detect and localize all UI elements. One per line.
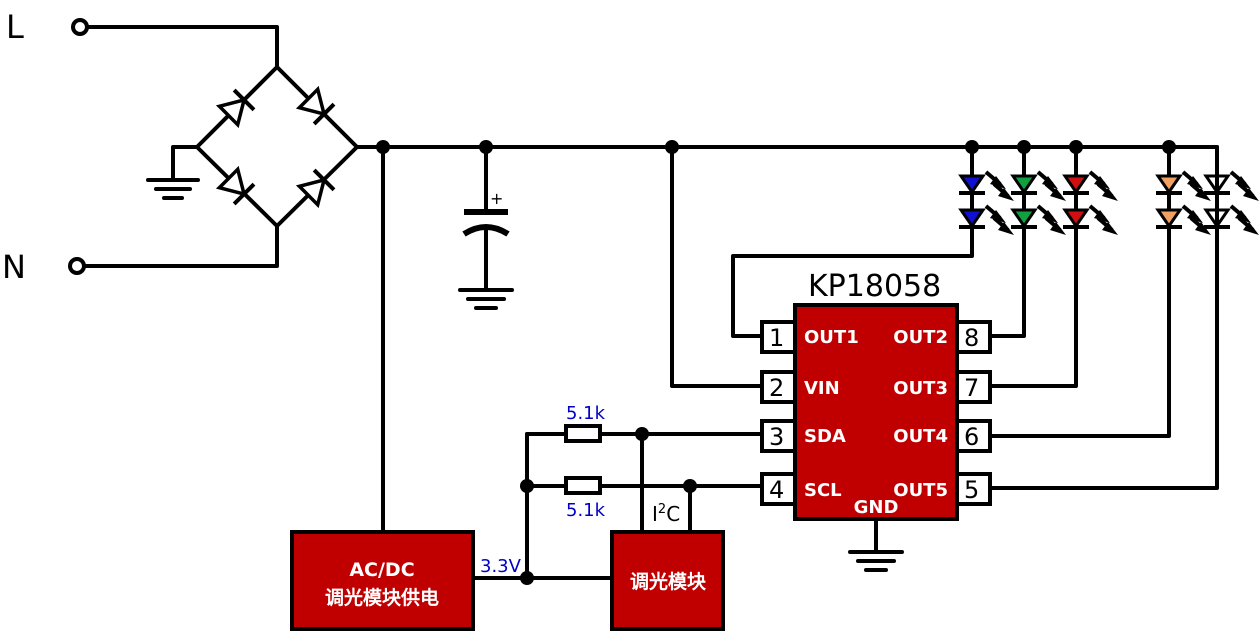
pin-2-name: VIN — [804, 378, 840, 399]
chip-ground-icon — [848, 517, 904, 572]
led-string-red — [1062, 147, 1120, 237]
resistor-sda — [564, 424, 602, 443]
acdc-module-title: AC/DC — [349, 559, 414, 581]
wire-out2 — [988, 230, 1026, 338]
chip-pins-right — [955, 320, 992, 506]
led-cool-1 — [1203, 170, 1259, 203]
chip-pins-left — [760, 320, 797, 506]
chip-gnd-label: GND — [854, 497, 899, 518]
led-green-2 — [1010, 204, 1068, 237]
pin-7-number: 7 — [964, 374, 979, 402]
terminal-n — [68, 257, 86, 275]
pin-1-number: 1 — [769, 324, 784, 352]
led-string-cool — [1203, 147, 1259, 237]
wire-neutral-in — [82, 224, 279, 268]
resistor-sda-value: 5.1k — [566, 403, 606, 424]
pin-5-number: 5 — [964, 476, 979, 504]
wire-out1 — [731, 230, 974, 338]
pin-6-name: OUT4 — [893, 426, 948, 447]
led-red-2 — [1062, 204, 1120, 237]
terminal-l — [71, 18, 89, 36]
pin-4-name: SCL — [804, 480, 842, 501]
capacitor-icon — [458, 145, 514, 310]
acdc-module-subtitle: 调光模块供电 — [325, 586, 439, 609]
led-strings — [958, 147, 1259, 237]
acdc-module — [290, 530, 475, 631]
led-warm-1 — [1155, 170, 1213, 203]
voltage-label: 3.3V — [480, 556, 522, 577]
pin-8-number: 8 — [964, 324, 979, 352]
led-string-warm — [1155, 147, 1213, 237]
resistor-scl-value: 5.1k — [566, 500, 606, 521]
capacitor-polarity: + — [490, 189, 503, 208]
wire-out3 — [988, 230, 1078, 388]
dimmer-module — [610, 530, 725, 631]
pin-3-number: 3 — [769, 423, 784, 451]
pin-1-name: OUT1 — [804, 327, 859, 348]
led-blue-1 — [958, 170, 1016, 203]
pin-6-number: 6 — [964, 423, 979, 451]
i2c-label: I2C — [652, 502, 680, 526]
led-warm-2 — [1155, 204, 1213, 237]
led-red-1 — [1062, 170, 1120, 203]
led-string-green — [1010, 147, 1068, 237]
chip-name: KP18058 — [808, 269, 941, 304]
pin-8-name: OUT2 — [893, 327, 948, 348]
pin-5-name: OUT5 — [893, 480, 948, 501]
led-string-blue — [958, 147, 1016, 237]
led-blue-2 — [958, 204, 1016, 237]
led-cool-2 — [1203, 204, 1259, 237]
resistor-scl — [564, 476, 602, 495]
bridge-ground-icon — [146, 145, 200, 200]
wire-vin — [670, 145, 764, 388]
led-green-1 — [1010, 170, 1068, 203]
wire-line-in — [85, 25, 279, 69]
bridge-rectifier — [195, 65, 359, 228]
pin-7-name: OUT3 — [893, 378, 948, 399]
pin-4-number: 4 — [769, 476, 784, 504]
pin-2-number: 2 — [769, 374, 784, 402]
terminal-l-label: L — [6, 8, 24, 46]
dimmer-module-label: 调光模块 — [630, 570, 707, 593]
wire-out5 — [988, 145, 1219, 490]
pin-3-name: SDA — [804, 426, 846, 447]
wire-out4 — [988, 230, 1171, 438]
terminal-n-label: N — [2, 248, 26, 286]
